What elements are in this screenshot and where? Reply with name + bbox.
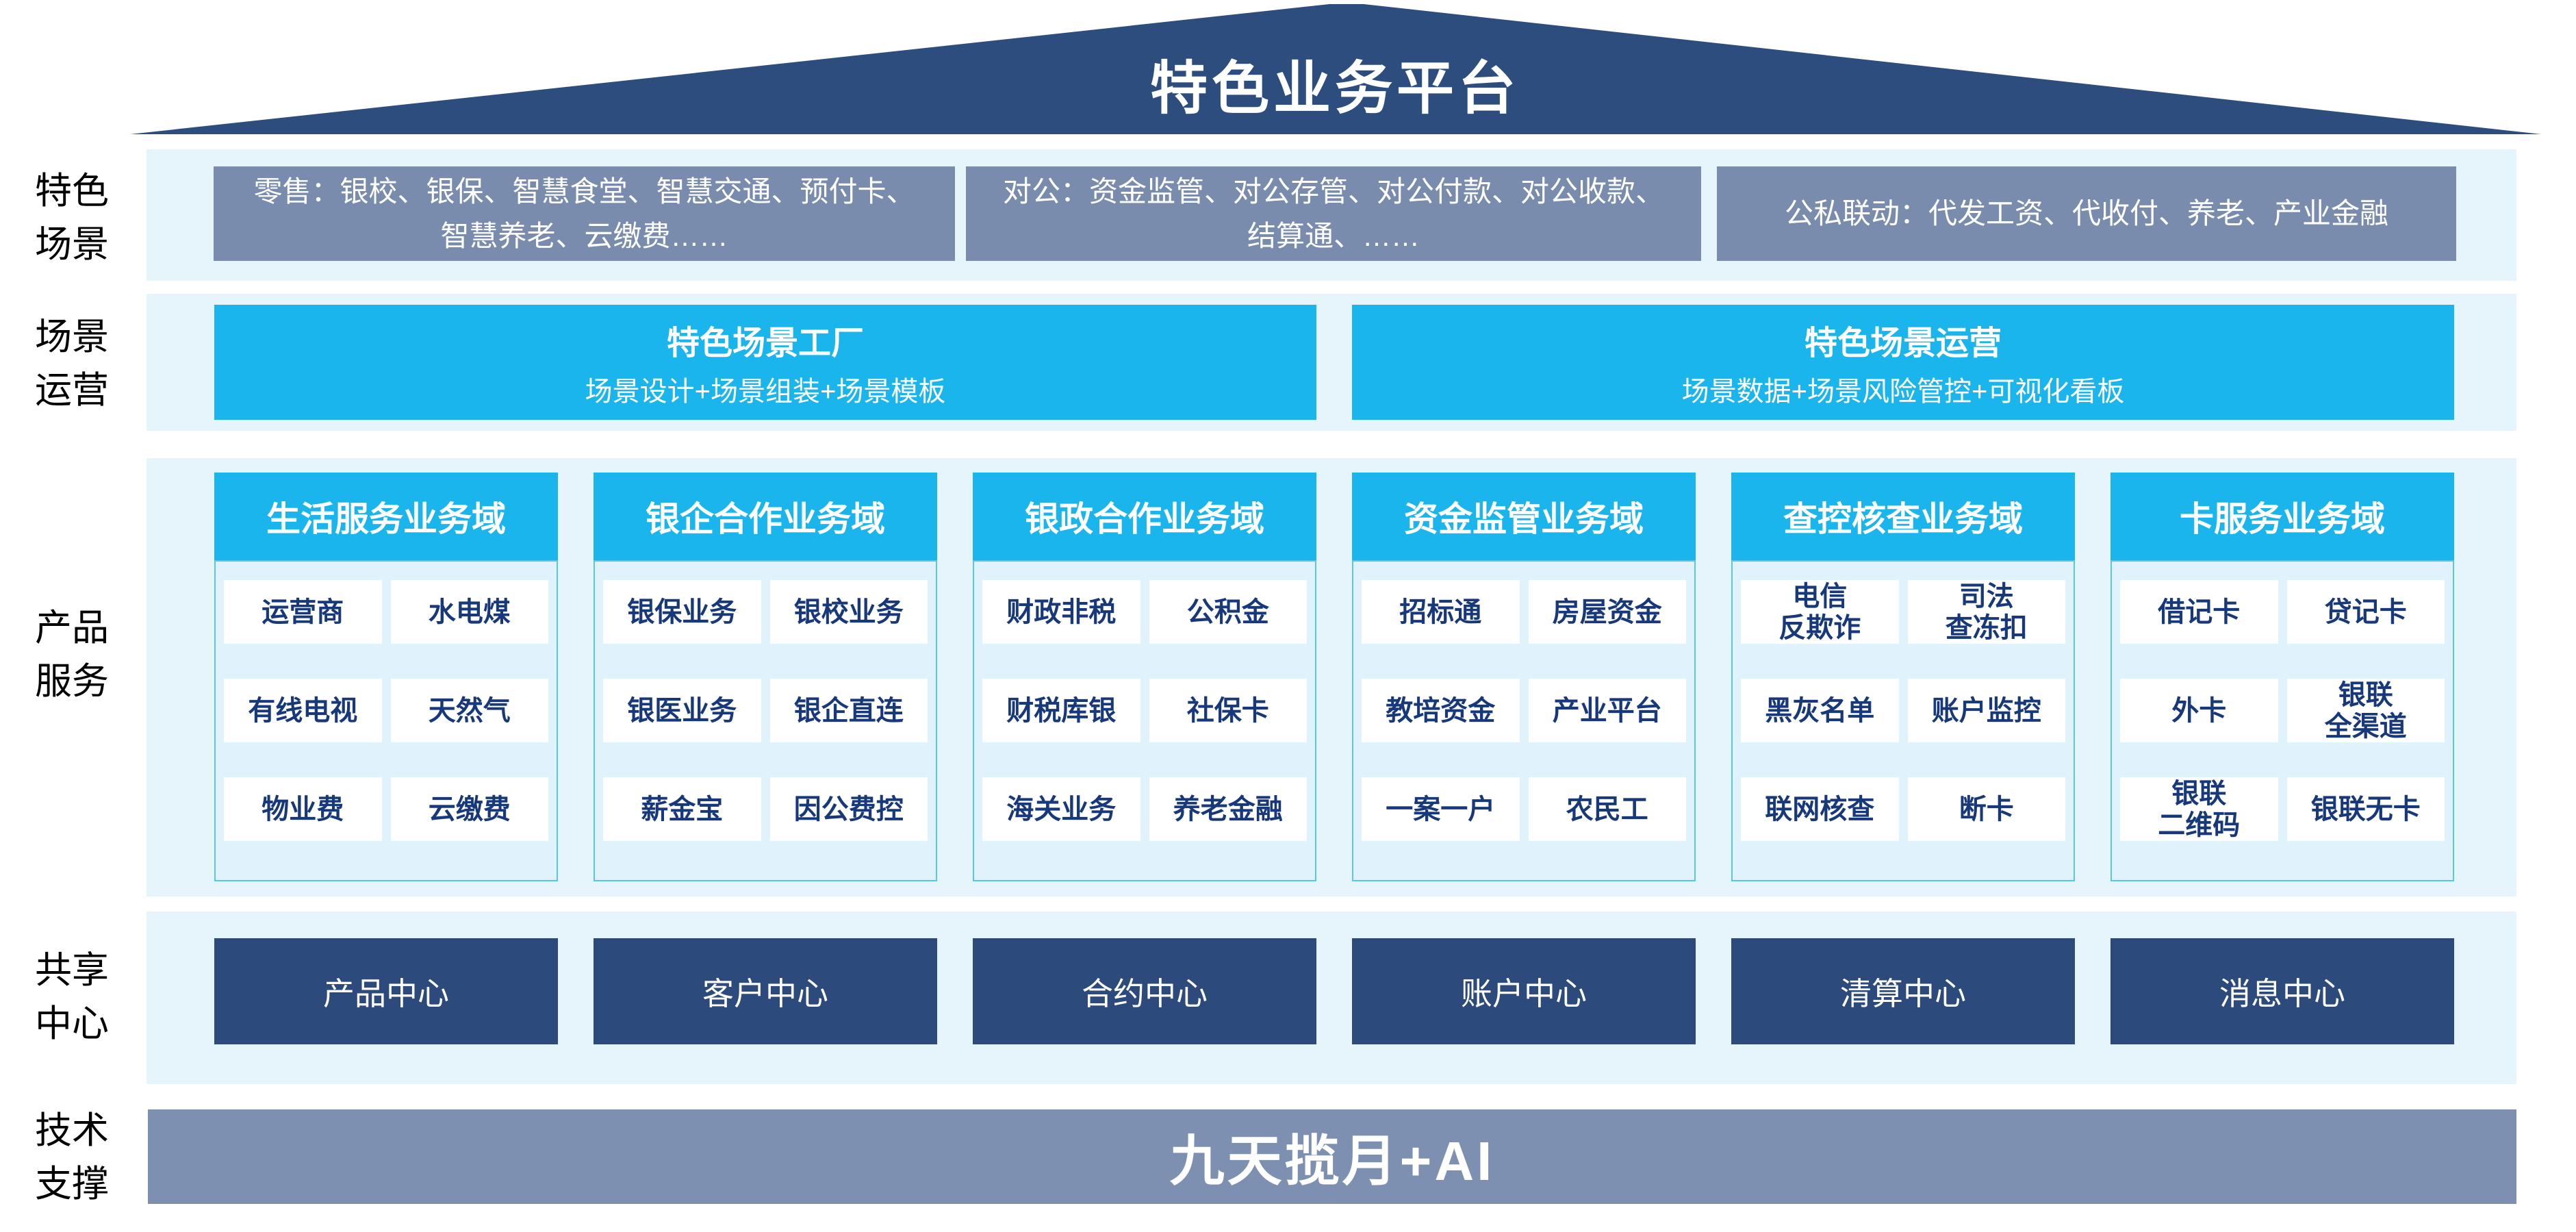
- column-body: 财政非税 公积金 财税库银 社保卡 海关业务 养老金融: [973, 560, 1316, 881]
- product-item: 物业费: [224, 777, 382, 841]
- product-item: 银企直连: [769, 679, 928, 742]
- product-column-inspection: 查控核查业务域 电信 反欺诈 司法 查冻扣 黑灰名单 账户监控 联网核查 断卡: [1731, 473, 2075, 881]
- product-item: 养老金融: [1149, 777, 1307, 841]
- column-header: 卡服务业务域: [2110, 473, 2454, 560]
- product-item: 借记卡: [2120, 580, 2278, 644]
- page-title: 特色业务平台: [1149, 56, 1520, 121]
- product-item: 联网核查: [1741, 777, 1899, 841]
- product-column-card-services: 卡服务业务域 借记卡 贷记卡 外卡 银联 全渠道 银联 二维码 银联无卡: [2110, 473, 2454, 881]
- product-item: 外卡: [2120, 679, 2278, 742]
- scenario-operation-subtitle: 场景数据+场景风险管控+可视化看板: [1681, 377, 2125, 407]
- product-item: 银校业务: [769, 580, 928, 644]
- center-box-clearing: 清算中心: [1731, 938, 2075, 1044]
- product-item: 房屋资金: [1528, 580, 1686, 644]
- tech-support-bar: 九天揽月+AI: [148, 1109, 2516, 1204]
- product-item: 农民工: [1528, 777, 1686, 841]
- column-header: 银企合作业务域: [594, 473, 937, 560]
- side-label-share: 共享 中心: [35, 950, 109, 1045]
- scenario-box-linkage: 公私联动：代发工资、代收付、养老、产业金融: [1717, 166, 2456, 261]
- scenario-box-retail: 零售：银校、银保、智慧食堂、智慧交通、预付卡、智慧养老、云缴费……: [214, 166, 955, 261]
- product-item: 银医业务: [603, 679, 761, 742]
- product-item: 一案一户: [1362, 777, 1520, 841]
- column-header: 查控核查业务域: [1731, 473, 2075, 560]
- product-item: 银联 二维码: [2120, 777, 2278, 841]
- product-item: 电信 反欺诈: [1741, 580, 1899, 644]
- roof-shape: [130, 4, 2541, 134]
- side-label-product: 产品 服务: [35, 607, 109, 703]
- product-item: 因公费控: [769, 777, 928, 841]
- product-item: 有线电视: [224, 679, 382, 742]
- center-box-contract: 合约中心: [973, 938, 1316, 1044]
- product-item: 财政非税: [982, 580, 1140, 644]
- product-item: 断卡: [1907, 777, 2065, 841]
- column-body: 运营商 水电煤 有线电视 天然气 物业费 云缴费: [214, 560, 558, 881]
- product-column-bank-enterprise: 银企合作业务域 银保业务 银校业务 银医业务 银企直连 薪金宝 因公费控: [594, 473, 937, 881]
- column-header: 银政合作业务域: [973, 473, 1316, 560]
- side-label-operation: 场景 运营: [35, 316, 109, 412]
- column-body: 借记卡 贷记卡 外卡 银联 全渠道 银联 二维码 银联无卡: [2110, 560, 2454, 881]
- column-body: 招标通 房屋资金 教培资金 产业平台 一案一户 农民工: [1352, 560, 1696, 881]
- product-item: 水电煤: [390, 580, 548, 644]
- scenario-box-corporate: 对公：资金监管、对公存管、对公付款、对公收款、结算通、……: [966, 166, 1701, 261]
- product-column-life-services: 生活服务业务域 运营商 水电煤 有线电视 天然气 物业费 云缴费: [214, 473, 558, 881]
- column-body: 电信 反欺诈 司法 查冻扣 黑灰名单 账户监控 联网核查 断卡: [1731, 560, 2075, 881]
- center-box-message: 消息中心: [2110, 938, 2454, 1044]
- product-item: 薪金宝: [603, 777, 761, 841]
- product-item: 招标通: [1362, 580, 1520, 644]
- scenario-operation-title: 特色场景运营: [1804, 325, 2002, 362]
- product-column-bank-government: 银政合作业务域 财政非税 公积金 财税库银 社保卡 海关业务 养老金融: [973, 473, 1316, 881]
- product-item: 银联 全渠道: [2286, 679, 2445, 742]
- product-item: 账户监控: [1907, 679, 2065, 742]
- product-item: 司法 查冻扣: [1907, 580, 2065, 644]
- product-item: 黑灰名单: [1741, 679, 1899, 742]
- center-box-customer: 客户中心: [594, 938, 937, 1044]
- product-item: 天然气: [390, 679, 548, 742]
- product-item: 银联无卡: [2286, 777, 2445, 841]
- product-item: 教培资金: [1362, 679, 1520, 742]
- product-item: 公积金: [1149, 580, 1307, 644]
- center-box-product: 产品中心: [214, 938, 558, 1044]
- product-item: 银保业务: [603, 580, 761, 644]
- product-item: 产业平台: [1528, 679, 1686, 742]
- product-item: 运营商: [224, 580, 382, 644]
- scenario-factory-title: 特色场景工厂: [666, 325, 864, 362]
- product-item: 海关业务: [982, 777, 1140, 841]
- product-item: 贷记卡: [2286, 580, 2445, 644]
- center-box-account: 账户中心: [1352, 938, 1696, 1044]
- column-body: 银保业务 银校业务 银医业务 银企直连 薪金宝 因公费控: [594, 560, 937, 881]
- product-item: 云缴费: [390, 777, 548, 841]
- product-column-fund-supervision: 资金监管业务域 招标通 房屋资金 教培资金 产业平台 一案一户 农民工: [1352, 473, 1696, 881]
- scenario-factory-subtitle: 场景设计+场景组装+场景模板: [585, 377, 946, 407]
- scenario-operation-box: 特色场景运营 场景数据+场景风险管控+可视化看板: [1352, 305, 2454, 420]
- side-label-tech: 技术 支撑: [35, 1110, 109, 1205]
- scenario-factory-box: 特色场景工厂 场景设计+场景组装+场景模板: [214, 305, 1316, 420]
- product-item: 财税库银: [982, 679, 1140, 742]
- column-header: 资金监管业务域: [1352, 473, 1696, 560]
- column-header: 生活服务业务域: [214, 473, 558, 560]
- product-item: 社保卡: [1149, 679, 1307, 742]
- side-label-scene: 特色 场景: [35, 171, 109, 266]
